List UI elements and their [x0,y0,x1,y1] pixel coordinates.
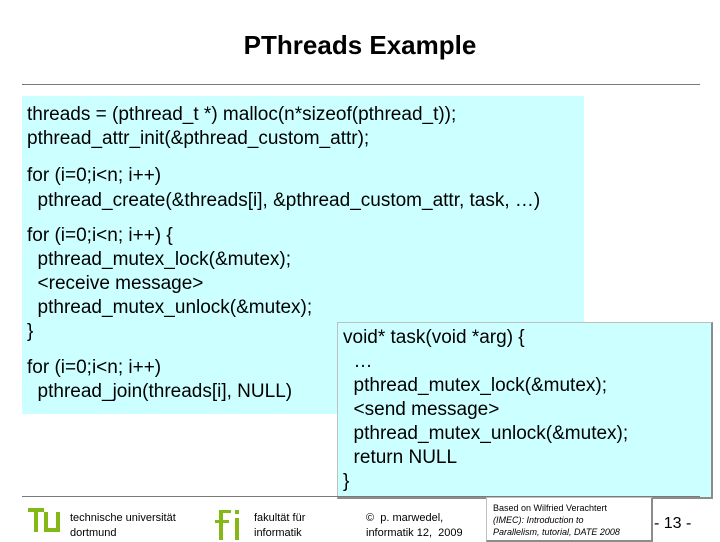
code-line: <receive message> [27,273,204,294]
code-line: pthread_join(threads[i], NULL) [27,381,293,402]
page-number: - 13 - [654,515,692,532]
credit-line2: (IMEC): Introduction to [493,515,584,525]
author-line2: informatik 12, 2009 [366,527,463,539]
credit-line3: Parallelism, tutorial, DATE 2008 [493,527,620,537]
tu-logo-icon [28,508,60,532]
code-line: pthread_mutex_lock(&mutex); [343,375,608,396]
faculty-name-line2: informatik [254,527,302,539]
code-line: void* task(void *arg) { [343,327,525,348]
code-line: } [343,471,350,492]
code-line: <send message> [343,399,500,420]
code-line: return NULL [343,447,458,468]
author-line1: © p. marwedel, [366,512,444,524]
code-line: … [343,351,373,372]
faculty-name-line1: fakultät für [254,512,306,524]
university-name-line2: dortmund [70,527,117,539]
footer-divider [22,496,700,497]
code-line: for (i=0;i<n; i++) { [27,225,173,246]
slide-title: PThreads Example [243,30,477,60]
code-line: pthread_mutex_unlock(&mutex); [343,423,629,444]
task-code-block: void* task(void *arg) { … pthread_mutex_… [337,322,713,499]
code-line: threads = (pthread_t *) malloc(n*sizeof(… [27,104,457,125]
code-line: for (i=0;i<n; i++) [27,165,162,186]
fi-logo-icon [215,510,239,540]
code-line: pthread_attr_init(&pthread_custom_attr); [27,128,370,149]
credit-line1: Based on Wilfried Verachtert [493,503,608,513]
code-line: for (i=0;i<n; i++) [27,357,162,378]
code-line: pthread_mutex_unlock(&mutex); [27,297,313,318]
university-name-line1: technische universität [70,512,176,524]
title-divider [22,84,700,85]
code-line: pthread_create(&threads[i], &pthread_cus… [27,190,541,211]
main-code-block: threads = (pthread_t *) malloc(n*sizeof(… [22,96,584,414]
code-line: pthread_mutex_lock(&mutex); [27,249,292,270]
credit-box: Based on Wilfried Verachtert (IMEC): Int… [486,497,653,542]
code-line: } [27,321,34,342]
